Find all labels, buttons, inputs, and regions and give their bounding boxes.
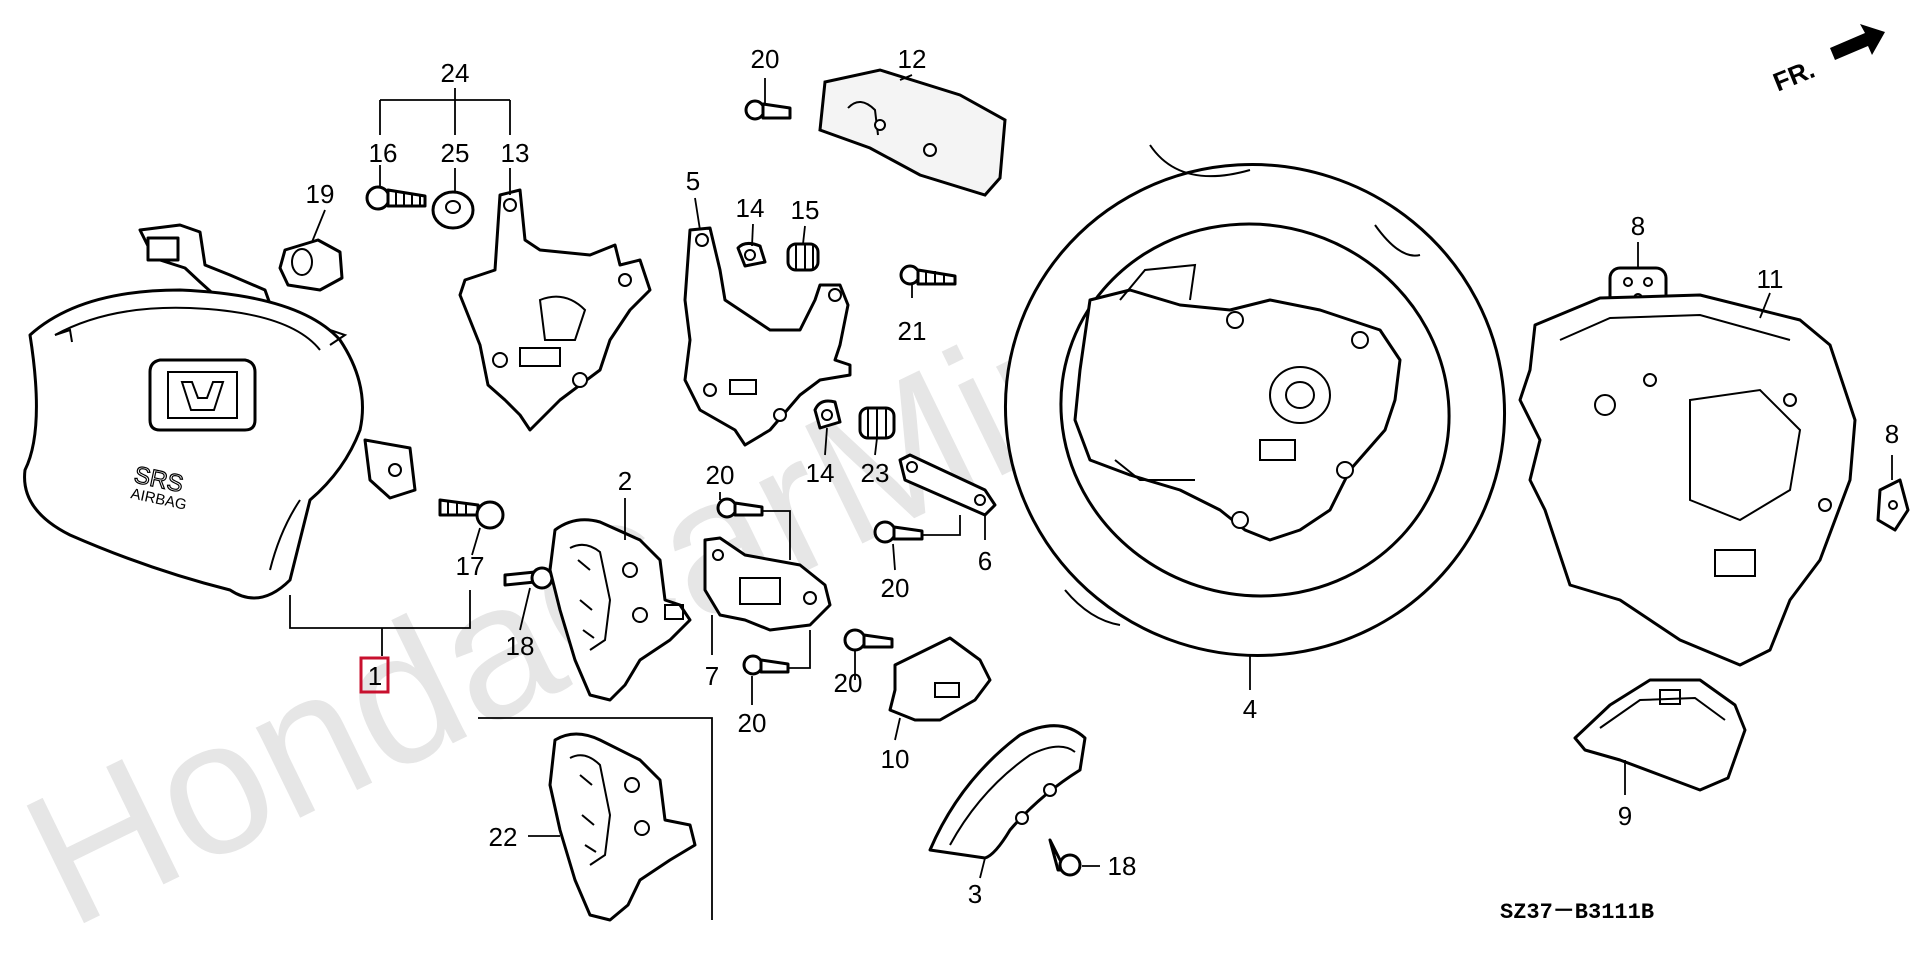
part-screw-20-b: [742, 654, 790, 676]
callout-22[interactable]: 22: [489, 822, 518, 852]
part-bracket-7: [703, 536, 832, 632]
callout-17[interactable]: 17: [456, 551, 485, 581]
part-damper-12: [818, 68, 1007, 197]
part-bracket-13: [458, 188, 652, 432]
callout-20-lower[interactable]: 20: [834, 668, 863, 698]
part-cover-9: [1573, 678, 1747, 792]
part-bolt-17: [438, 498, 505, 530]
leader-lines: [289, 74, 1893, 879]
callout-24[interactable]: 24: [441, 58, 470, 88]
part-screw-20-top: [744, 99, 792, 121]
callout-8-right[interactable]: 8: [1885, 419, 1899, 449]
callout-labels: 1 2 3 4 5 6 7 8 8 9 10 11 12 13 14 14 15…: [306, 44, 1900, 909]
callout-7[interactable]: 7: [705, 661, 719, 691]
callout-21[interactable]: 21: [898, 316, 927, 346]
callout-19[interactable]: 19: [306, 179, 335, 209]
part-screw-14-bottom: [813, 399, 842, 430]
callout-11[interactable]: 11: [1757, 264, 1784, 294]
callout-14-bottom[interactable]: 14: [806, 458, 835, 488]
part-screw-18-right: [1048, 838, 1082, 877]
callout-12[interactable]: 12: [898, 44, 927, 74]
callout-18-left[interactable]: 18: [506, 631, 535, 661]
callout-20-mid-left[interactable]: 20: [706, 460, 735, 490]
callout-23[interactable]: 23: [861, 458, 890, 488]
callout-8-top[interactable]: 8: [1631, 211, 1645, 241]
callout-16[interactable]: 16: [369, 138, 398, 168]
callout-6[interactable]: 6: [978, 546, 992, 576]
callout-20-top[interactable]: 20: [751, 44, 780, 74]
front-direction-label: FR.: [1769, 54, 1819, 98]
callout-1[interactable]: 1: [368, 661, 382, 691]
callout-2[interactable]: 2: [618, 466, 632, 496]
callout-3[interactable]: 3: [968, 879, 982, 909]
callout-25[interactable]: 25: [441, 138, 470, 168]
callout-14-top[interactable]: 14: [736, 193, 765, 223]
part-bolt-16: [365, 185, 427, 211]
callout-18-right[interactable]: 18: [1108, 851, 1137, 881]
part-screw-20-a: [716, 497, 764, 519]
callout-13[interactable]: 13: [501, 138, 530, 168]
part-airbag-module: SRS AIRBAG: [23, 223, 417, 600]
part-bracket-5: [683, 226, 852, 447]
callout-1-highlight-box: [359, 656, 390, 694]
part-spring-23: [858, 406, 896, 440]
callout-9[interactable]: 9: [1618, 801, 1632, 831]
part-nut-19: [278, 238, 344, 292]
callout-5[interactable]: 5: [686, 166, 700, 196]
front-direction-indicator: FR.: [1769, 24, 1885, 97]
part-steering-wheel-4: [1003, 144, 1507, 657]
part-cover-3: [928, 724, 1087, 860]
part-cover-11: [1518, 293, 1857, 667]
part-button-8-right: [1876, 478, 1910, 532]
part-cover-10: [888, 636, 992, 722]
part-switch-2: [548, 518, 692, 702]
diagram-code: SZ37－B3111B: [1500, 900, 1654, 925]
part-screw-20-c: [873, 520, 924, 544]
part-switch-22: [548, 732, 697, 922]
part-spring-15: [786, 242, 820, 272]
callout-22-frame: [478, 717, 713, 920]
callout-4[interactable]: 4: [1243, 694, 1257, 724]
front-arrow-icon: [1830, 24, 1885, 60]
callout-20-right[interactable]: 20: [881, 573, 910, 603]
part-bracket-6: [898, 453, 997, 517]
part-screw-20-d: [843, 628, 894, 652]
callout-20-mid-bottom[interactable]: 20: [738, 708, 767, 738]
callout-15[interactable]: 15: [791, 195, 820, 225]
part-screw-21: [899, 264, 957, 286]
callout-10[interactable]: 10: [881, 744, 910, 774]
part-screw-14-top: [736, 241, 767, 268]
part-washer-25: [431, 190, 475, 230]
